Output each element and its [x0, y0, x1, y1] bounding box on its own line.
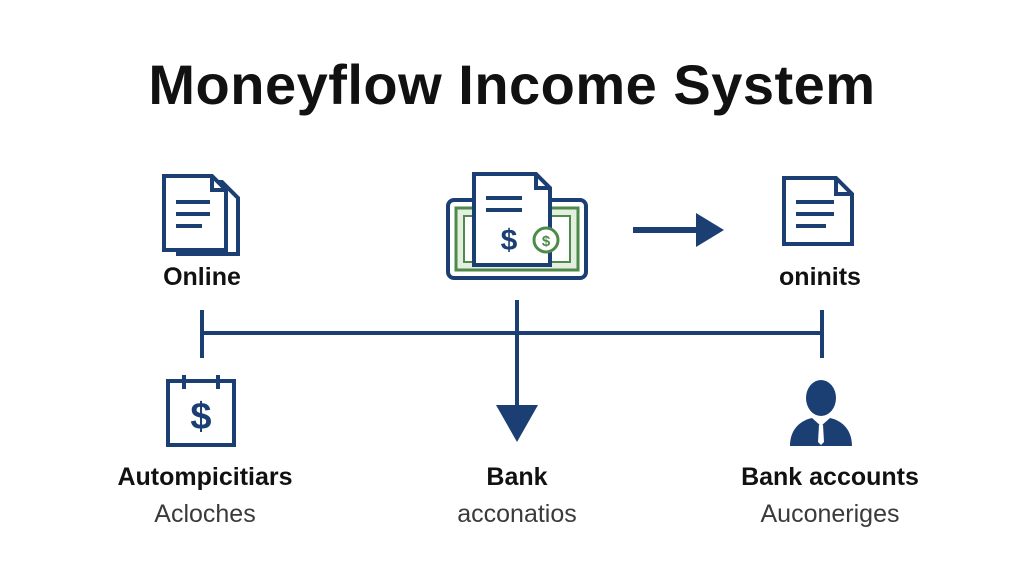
person-icon [790, 380, 852, 446]
node-label-online: Online [163, 263, 241, 291]
dollar-calendar-icon: $ [166, 375, 236, 447]
node-sublabel-acconatios: acconatios [457, 500, 577, 528]
node-sublabel-auconeriges: Auconeriges [760, 500, 900, 528]
svg-text:$: $ [190, 396, 211, 438]
money-document-icon: $ $ [446, 172, 588, 280]
node-label-bank-accounts: Bank accounts [741, 463, 919, 491]
svg-text:$: $ [501, 224, 518, 257]
document-icon [162, 174, 240, 256]
svg-text:$: $ [542, 233, 551, 250]
page-title: Moneyflow Income System [148, 53, 876, 116]
right-arrow-icon [696, 213, 724, 247]
node-label-oninits: oninits [779, 263, 861, 291]
down-arrow-icon [496, 405, 538, 442]
node-label-bank: Bank [486, 463, 548, 491]
node-sublabel-acloches: Acloches [154, 500, 256, 528]
node-label-autompicitiars: Autompicitiars [117, 463, 293, 491]
document-icon [782, 176, 854, 246]
